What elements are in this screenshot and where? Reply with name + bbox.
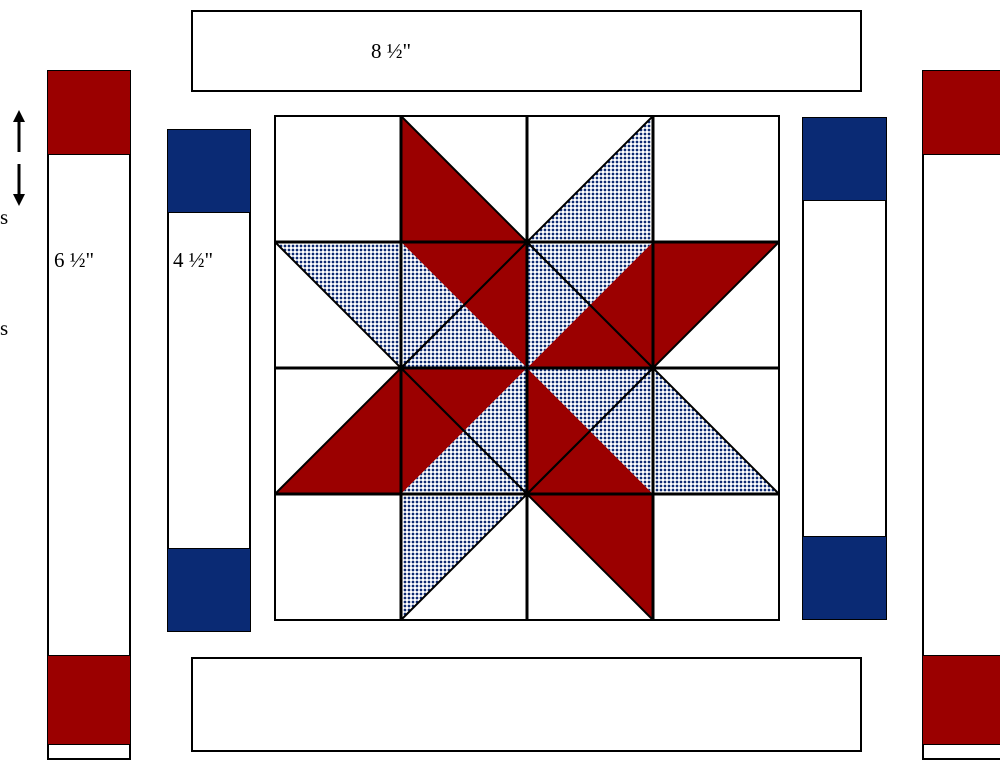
- left-edge-text-1: s: [0, 205, 8, 230]
- left-inner-bottom-cornerstone: [167, 548, 251, 632]
- right-inner-top-cornerstone: [802, 117, 887, 201]
- inner-strip-size-label: 4 ½": [173, 248, 213, 273]
- up-arrow-icon: [9, 108, 29, 158]
- outer-strip-size-label: 6 ½": [54, 248, 94, 273]
- left-outer-top-cornerstone: [47, 70, 131, 155]
- right-outer-bottom-cornerstone: [922, 655, 1000, 745]
- top-strip-size-label: 8 ½": [371, 39, 411, 64]
- star-block: [275, 116, 781, 622]
- right-outer-top-cornerstone: [922, 70, 1000, 155]
- left-outer-bottom-cornerstone: [47, 655, 131, 745]
- down-arrow-icon: [9, 160, 29, 210]
- top-border-strip: 8 ½": [191, 10, 862, 92]
- right-inner-bottom-cornerstone: [802, 536, 887, 620]
- left-inner-top-cornerstone: [167, 129, 251, 213]
- left-edge-text-2: s: [0, 316, 8, 341]
